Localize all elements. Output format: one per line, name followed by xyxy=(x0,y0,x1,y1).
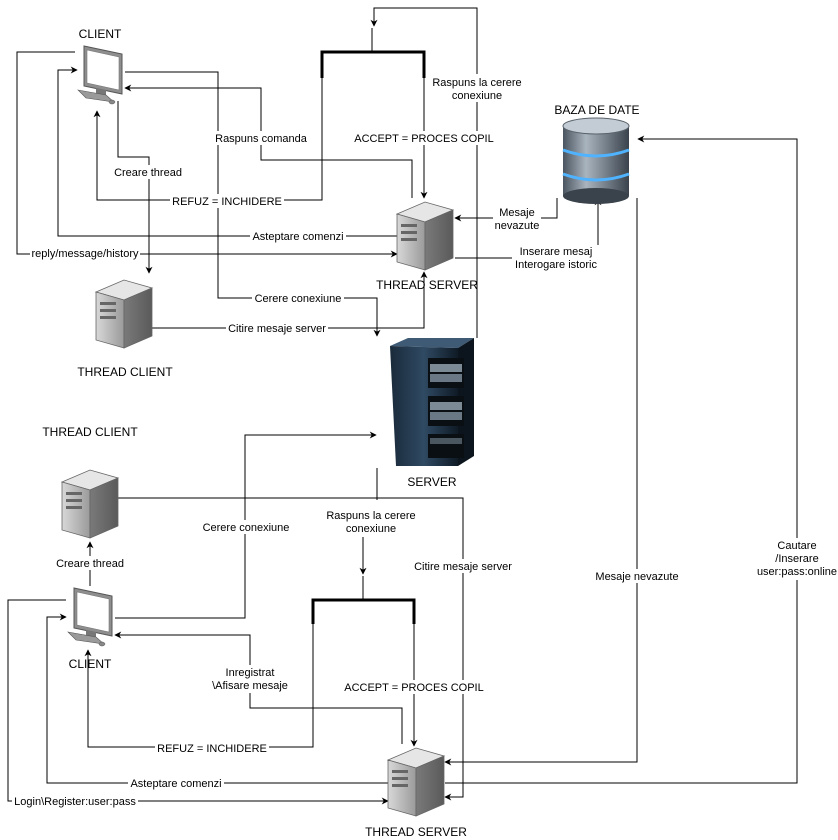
edge-labels: Raspuns la cerere conexiune Raspuns coma… xyxy=(12,74,838,808)
label-cautare-2: /Inserare xyxy=(775,553,818,565)
label-cautare-3: user:pass:online xyxy=(757,566,837,578)
bottom-client-computer-icon xyxy=(67,587,113,647)
database-icon xyxy=(562,117,630,204)
edge-raspuns-cerere-top xyxy=(370,7,478,338)
label-cautare-1: Cautare xyxy=(777,540,816,552)
top-thread-client-label: THREAD CLIENT xyxy=(77,365,173,379)
label-raspuns-comanda: Raspuns comanda xyxy=(215,133,308,145)
bottom-client-label: CLIENT xyxy=(69,657,112,671)
edge-asteptare-top xyxy=(57,66,397,237)
label-creare-thread-top: Creare thread xyxy=(114,167,182,179)
label-asteptare-bottom: Asteptare comenzi xyxy=(130,778,221,790)
label-accept-bottom: ACCEPT = PROCES COPIL xyxy=(344,682,483,694)
label-mesaje-nevazute-1: Mesaje xyxy=(499,207,534,219)
label-raspuns-cerere-top-1: Raspuns la cerere xyxy=(432,77,521,89)
label-cerere-conexiune-top: Cerere conexiune xyxy=(255,293,342,305)
label-inserare-mesaj: Inserare mesaj xyxy=(520,246,593,258)
label-inregistrat-2: \Afisare mesaje xyxy=(212,680,288,692)
bottom-thread-client-icon xyxy=(60,469,120,539)
edge-reply-history xyxy=(16,51,398,258)
edge-creare-thread-top xyxy=(117,101,153,274)
label-interogare-istoric: Interogare istoric xyxy=(515,259,597,271)
label-citire-mesaje-bottom: Citire mesaje server xyxy=(414,561,512,573)
edge-citire-mesaje-bottom xyxy=(118,497,464,801)
label-refuz-bottom: REFUZ = INCHIDERE xyxy=(157,743,267,755)
top-client-label: CLIENT xyxy=(79,27,122,41)
top-client-computer-icon xyxy=(77,45,123,105)
edge-inregistrat xyxy=(114,631,403,744)
label-login-register: Login\Register:user:pass xyxy=(14,796,136,808)
label-inregistrat-1: Inregistrat xyxy=(226,667,275,679)
label-citire-mesaje-top: Citire mesaje server xyxy=(228,323,326,335)
edge-login-register xyxy=(7,599,389,805)
label-cerere-conexiune-bottom: Cerere conexiune xyxy=(203,522,290,534)
label-creare-thread-bottom: Creare thread xyxy=(56,558,124,570)
fork-bar-top xyxy=(320,50,426,78)
bottom-thread-client-label: THREAD CLIENT xyxy=(42,425,138,439)
bottom-thread-server-label: THREAD SERVER xyxy=(365,825,467,839)
label-accept-top: ACCEPT = PROCES COPIL xyxy=(354,133,493,145)
label-mesaje-nevazute-long: Mesaje nevazute xyxy=(595,571,678,583)
label-raspuns-cerere-bottom-1: Raspuns la cerere xyxy=(326,510,415,522)
label-asteptare-top: Asteptare comenzi xyxy=(252,231,343,243)
label-reply-history: reply/message/history xyxy=(32,248,139,260)
label-refuz-top: REFUZ = INCHIDERE xyxy=(172,196,282,208)
edge-cerere-conexiune-top xyxy=(125,71,381,337)
top-thread-server-icon xyxy=(395,201,455,271)
database-label: BAZA DE DATE xyxy=(554,103,639,117)
bottom-thread-server-icon xyxy=(386,747,446,817)
edge-mesaje-db-a xyxy=(541,198,558,219)
edge-mesaje-nevazute-long xyxy=(444,198,638,766)
server-rack-icon xyxy=(390,338,474,466)
top-thread-server-label: THREAD SERVER xyxy=(376,278,478,292)
edge-cautare-inserare xyxy=(445,135,798,784)
label-raspuns-cerere-bottom-2: conexiune xyxy=(346,523,396,535)
label-mesaje-nevazute-2: nevazute xyxy=(495,220,540,232)
edge-raspuns-comanda xyxy=(124,84,413,198)
fork-bar-bottom xyxy=(311,598,416,624)
server-label: SERVER xyxy=(407,475,456,489)
label-raspuns-cerere-top-2: conexiune xyxy=(452,90,502,102)
top-thread-client-icon xyxy=(94,279,154,349)
